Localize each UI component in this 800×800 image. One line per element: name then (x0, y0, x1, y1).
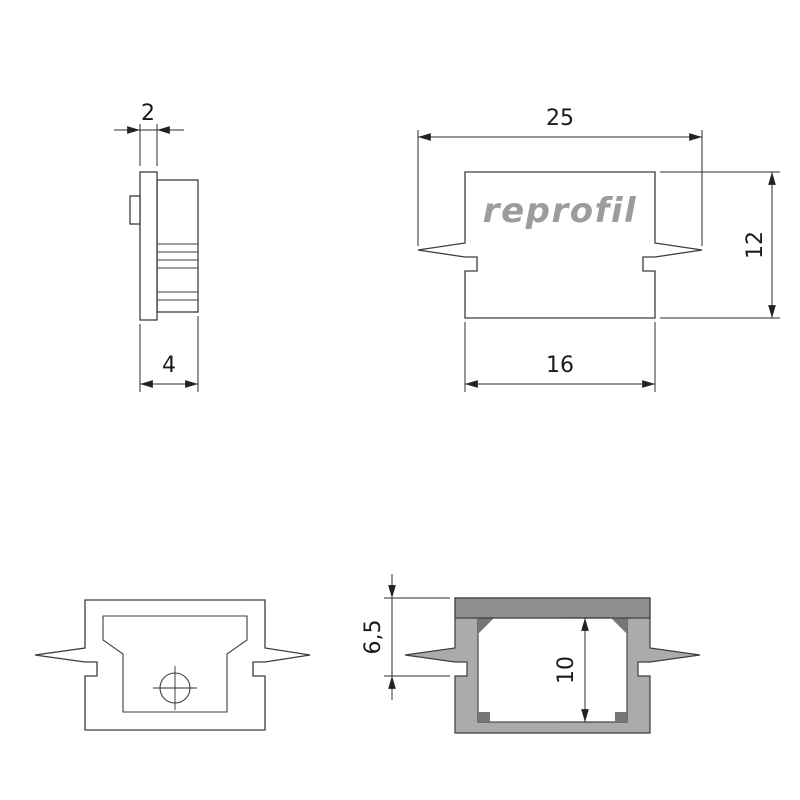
side-width-dimension: 2 (114, 101, 184, 166)
profile-outline-view (34, 599, 311, 731)
section-inner-height-dim-label: 10 (554, 656, 579, 684)
profile-inner-contour (102, 615, 248, 713)
section-top-height-dimension: 6,5 (361, 574, 450, 700)
profile-section-view: 6,5 10 (361, 574, 701, 734)
front-width-dim-label: 25 (546, 106, 574, 131)
side-view: 2 4 (114, 101, 199, 392)
section-cavity (477, 617, 628, 723)
side-depth-dim-label: 4 (162, 353, 176, 378)
front-view-outline (417, 171, 703, 319)
section-clip-right (611, 618, 627, 634)
front-bottom-width-dim-label: 16 (546, 353, 574, 378)
section-cover (454, 597, 651, 619)
section-foot-left (478, 712, 490, 722)
section-clip-left (478, 618, 494, 634)
profile-outline (34, 599, 311, 731)
front-bottom-width-dimension: 16 (464, 322, 656, 392)
section-foot-right (615, 712, 627, 722)
reprofil-logo: reprofil (483, 191, 637, 231)
front-height-dim-label: 12 (743, 231, 768, 259)
side-view-tab (129, 195, 141, 225)
front-height-dimension: 12 (660, 171, 780, 319)
front-view: reprofil 25 12 16 (417, 106, 780, 392)
side-depth-dimension: 4 (139, 316, 199, 392)
side-width-dim-label: 2 (141, 101, 155, 126)
section-inner-height-dimension: 10 (554, 617, 610, 723)
side-view-body (156, 179, 199, 313)
section-top-height-dim-label: 6,5 (361, 620, 386, 655)
side-view-front-plate (139, 171, 158, 321)
front-width-dimension: 25 (417, 106, 703, 246)
